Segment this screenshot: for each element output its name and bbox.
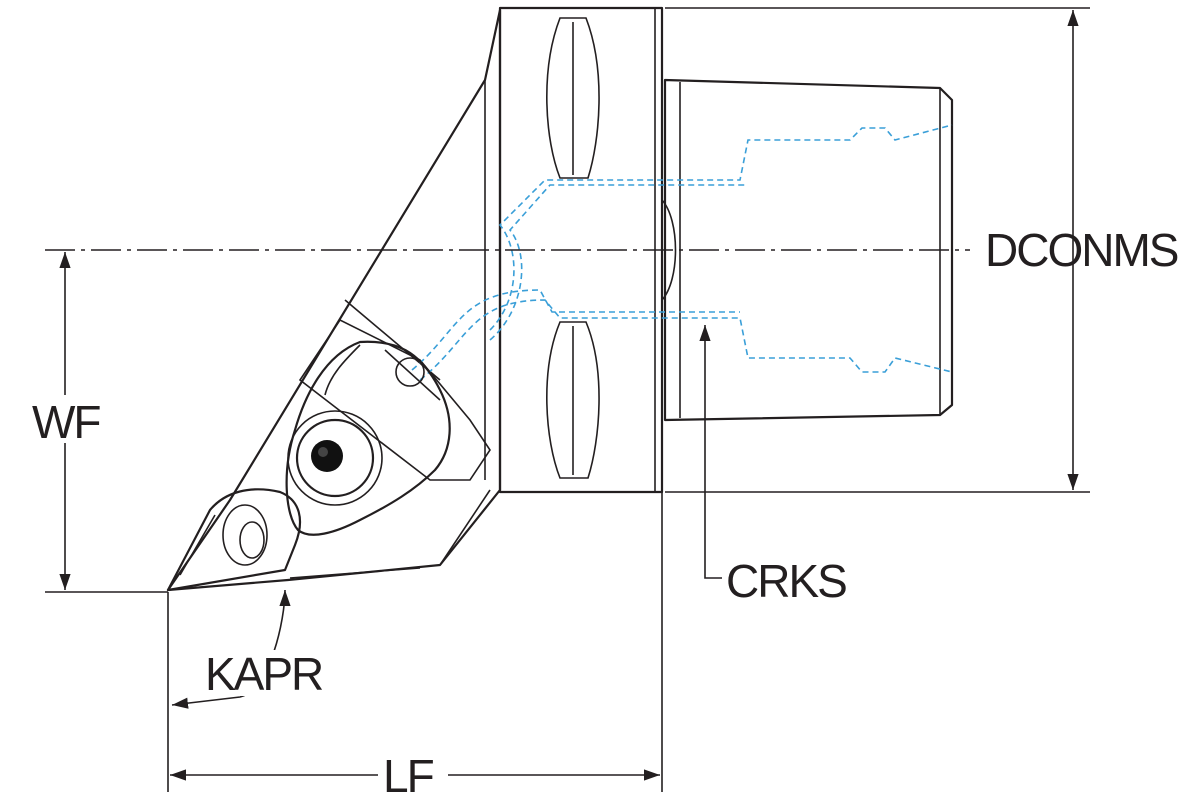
dimension-kapr: KAPR	[171, 589, 325, 709]
insert-clamp	[166, 340, 451, 592]
dimension-lf: LF	[167, 492, 663, 800]
cutting-insert	[166, 488, 302, 592]
dimension-dconms: DCONMS	[665, 7, 1180, 493]
dconms-label: DCONMS	[985, 224, 1178, 276]
coolant-channels	[411, 124, 953, 381]
kapr-label: KAPR	[205, 648, 323, 700]
dimension-wf: WF	[30, 252, 168, 593]
dimension-crks: CRKS	[699, 325, 848, 607]
wf-label: WF	[32, 396, 100, 448]
holder-head	[166, 8, 502, 592]
lower-slot-top	[546, 321, 600, 479]
crks-label: CRKS	[726, 555, 846, 607]
upper-slot-top	[546, 17, 600, 179]
lf-label: LF	[383, 750, 434, 800]
clamp-screw	[295, 418, 375, 498]
